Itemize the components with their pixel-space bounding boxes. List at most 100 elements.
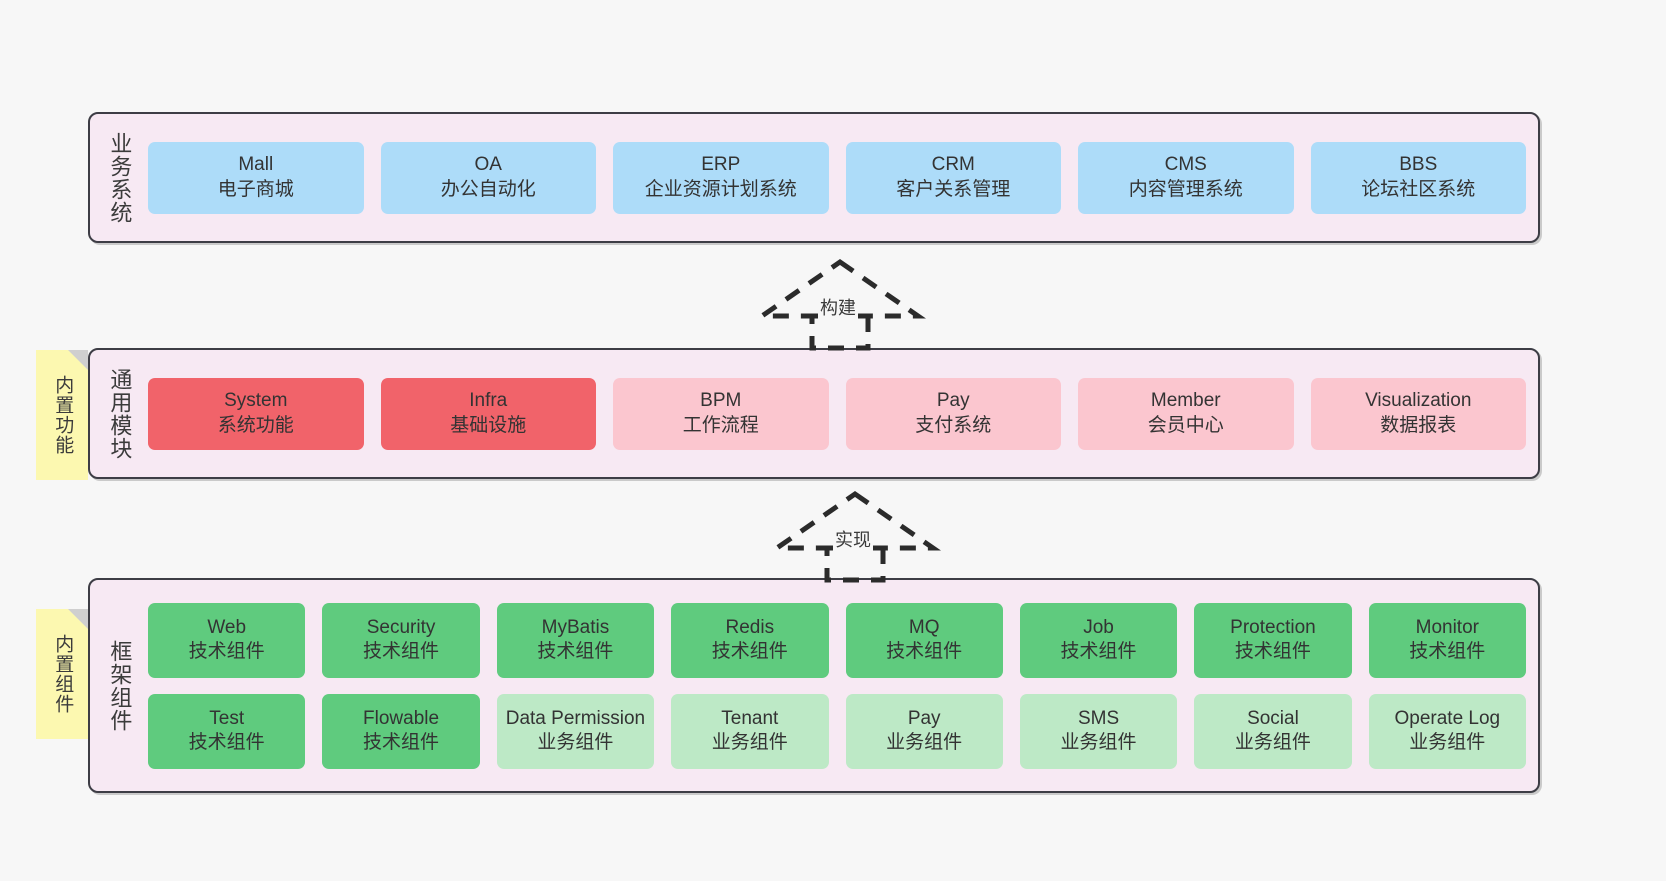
card-tenant-name: Tenant — [721, 707, 779, 729]
card-redis-name: Redis — [725, 616, 775, 638]
layer-framework-body: Web 技术组件 Security 技术组件 MyBatis 技术组件 Redi… — [136, 590, 1526, 781]
layer-business-body: Mall 电子商城 OA 办公自动化 ERP 企业资源计划系统 CRM 客户关系… — [136, 124, 1526, 231]
card-infra-name: Infra — [469, 390, 508, 412]
card-operate-log-desc: 业务组件 — [1409, 732, 1486, 753]
arrow-implement-label: 实现 — [833, 526, 873, 552]
card-flowable[interactable]: Flowable 技术组件 — [322, 693, 480, 769]
card-web[interactable]: Web 技术组件 — [148, 602, 306, 678]
card-protection[interactable]: Protection 技术组件 — [1194, 602, 1352, 678]
sticky-note-builtin-components: 内置组件 — [36, 609, 88, 739]
sticky-modules-label: 内置功能 — [52, 375, 74, 455]
card-sms-desc: 业务组件 — [1060, 732, 1137, 753]
card-mall[interactable]: Mall 电子商城 — [148, 141, 364, 214]
card-mybatis-desc: 技术组件 — [537, 641, 614, 662]
card-erp-name: ERP — [701, 154, 741, 176]
card-visualization-name: Visualization — [1365, 390, 1472, 412]
card-web-desc: 技术组件 — [188, 641, 265, 662]
layer-common-modules: 通用模块 System 系统功能 Infra 基础设施 BPM 工作流程 Pay… — [88, 348, 1540, 479]
card-bbs-desc: 论坛社区系统 — [1361, 178, 1476, 200]
card-pay-module-desc: 支付系统 — [915, 414, 992, 436]
layer-framework-title: 框架组件 — [107, 639, 133, 732]
card-pay-module-name: Pay — [936, 390, 970, 412]
arrow-build: 构建 — [750, 258, 930, 351]
card-pay-component-desc: 业务组件 — [886, 732, 963, 753]
card-flowable-name: Flowable — [363, 707, 440, 729]
card-flowable-desc: 技术组件 — [363, 732, 440, 753]
card-sms-name: SMS — [1077, 707, 1120, 729]
card-erp-desc: 企业资源计划系统 — [644, 178, 797, 200]
layer-business-title: 业务系统 — [107, 131, 133, 224]
card-monitor-desc: 技术组件 — [1409, 641, 1486, 662]
card-security[interactable]: Security 技术组件 — [322, 602, 480, 678]
card-operate-log-name: Operate Log — [1394, 707, 1501, 729]
card-bbs-name: BBS — [1399, 154, 1438, 176]
card-security-name: Security — [366, 616, 436, 638]
card-crm-name: CRM — [931, 154, 975, 176]
business-systems-row: Mall 电子商城 OA 办公自动化 ERP 企业资源计划系统 CRM 客户关系… — [148, 141, 1526, 214]
card-job-name: Job — [1083, 616, 1114, 638]
layer-business-systems: 业务系统 Mall 电子商城 OA 办公自动化 ERP 企业资源计划系统 CRM… — [88, 112, 1540, 243]
layer-modules-body: System 系统功能 Infra 基础设施 BPM 工作流程 Pay 支付系统… — [136, 360, 1526, 467]
card-redis-desc: 技术组件 — [711, 641, 788, 662]
arrow-build-label: 构建 — [818, 294, 858, 320]
card-bpm-desc: 工作流程 — [682, 414, 759, 436]
fold-corner-icon — [68, 350, 88, 370]
card-bpm[interactable]: BPM 工作流程 — [613, 377, 829, 450]
card-pay-module[interactable]: Pay 支付系统 — [845, 377, 1061, 450]
card-pay-component-name: Pay — [907, 707, 941, 729]
card-protection-desc: 技术组件 — [1234, 641, 1311, 662]
card-mall-name: Mall — [238, 154, 274, 176]
card-system[interactable]: System 系统功能 — [148, 377, 364, 450]
card-crm[interactable]: CRM 客户关系管理 — [845, 141, 1061, 214]
card-system-desc: 系统功能 — [217, 414, 294, 436]
card-job[interactable]: Job 技术组件 — [1019, 602, 1178, 678]
card-sms[interactable]: SMS 业务组件 — [1019, 693, 1178, 769]
layer-framework-components: 框架组件 Web 技术组件 Security 技术组件 MyBatis 技术组件… — [88, 578, 1540, 793]
layer-modules-title: 通用模块 — [107, 367, 133, 460]
card-tenant[interactable]: Tenant 业务组件 — [671, 693, 829, 769]
card-test[interactable]: Test 技术组件 — [148, 693, 306, 769]
card-visualization[interactable]: Visualization 数据报表 — [1310, 377, 1526, 450]
card-operate-log[interactable]: Operate Log 业务组件 — [1368, 693, 1526, 769]
card-security-desc: 技术组件 — [363, 641, 440, 662]
card-visualization-desc: 数据报表 — [1380, 414, 1457, 436]
card-mall-desc: 电子商城 — [217, 178, 294, 200]
card-cms[interactable]: CMS 内容管理系统 — [1078, 141, 1294, 214]
card-redis[interactable]: Redis 技术组件 — [671, 602, 829, 678]
card-monitor[interactable]: Monitor 技术组件 — [1368, 602, 1526, 678]
card-social[interactable]: Social 业务组件 — [1194, 693, 1352, 769]
card-infra-desc: 基础设施 — [450, 414, 527, 436]
card-bbs[interactable]: BBS 论坛社区系统 — [1310, 141, 1526, 214]
card-protection-name: Protection — [1230, 616, 1316, 638]
card-data-permission[interactable]: Data Permission 业务组件 — [496, 693, 655, 769]
card-bpm-name: BPM — [700, 390, 742, 412]
arrow-implement: 实现 — [765, 490, 945, 583]
card-monitor-name: Monitor — [1415, 616, 1479, 638]
card-cms-desc: 内容管理系统 — [1128, 178, 1243, 200]
card-member[interactable]: Member 会员中心 — [1078, 377, 1294, 450]
card-tenant-desc: 业务组件 — [711, 732, 788, 753]
arrow-build-shaft — [809, 313, 871, 351]
arrow-implement-shaft — [824, 545, 886, 583]
framework-business-row: Test 技术组件 Flowable 技术组件 Data Permission … — [148, 693, 1526, 769]
card-mq-name: MQ — [908, 616, 940, 638]
card-erp[interactable]: ERP 企业资源计划系统 — [613, 141, 829, 214]
card-system-name: System — [224, 390, 288, 412]
card-pay-component[interactable]: Pay 业务组件 — [845, 693, 1003, 769]
card-data-permission-name: Data Permission — [505, 707, 646, 729]
card-oa-name: OA — [474, 154, 502, 176]
card-mybatis-name: MyBatis — [541, 616, 610, 638]
common-modules-row: System 系统功能 Infra 基础设施 BPM 工作流程 Pay 支付系统… — [148, 377, 1526, 450]
card-oa-desc: 办公自动化 — [440, 178, 536, 200]
card-mybatis[interactable]: MyBatis 技术组件 — [496, 602, 655, 678]
sticky-framework-label: 内置组件 — [52, 634, 74, 714]
card-data-permission-desc: 业务组件 — [537, 732, 614, 753]
card-crm-desc: 客户关系管理 — [896, 178, 1011, 200]
card-web-name: Web — [207, 616, 247, 638]
card-infra[interactable]: Infra 基础设施 — [380, 377, 596, 450]
card-mq-desc: 技术组件 — [886, 641, 963, 662]
card-test-desc: 技术组件 — [188, 732, 265, 753]
card-oa[interactable]: OA 办公自动化 — [380, 141, 596, 214]
card-mq[interactable]: MQ 技术组件 — [845, 602, 1003, 678]
